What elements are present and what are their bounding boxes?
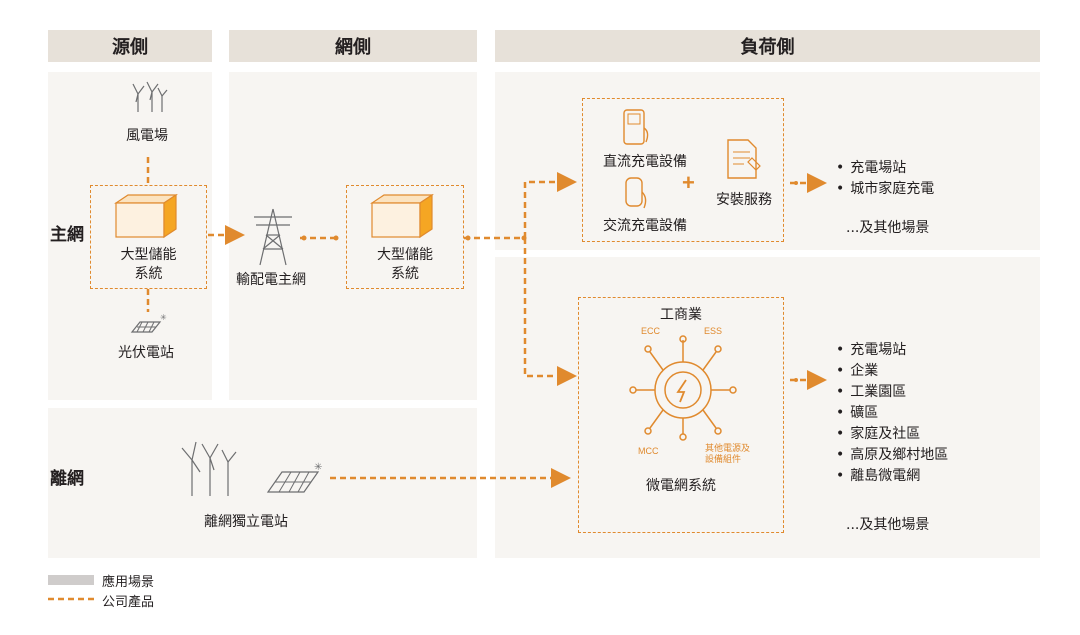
distribution-grid-label: 輸配電主網 [236, 272, 306, 288]
row-label-main-grid: 主網 [50, 225, 84, 245]
junction-to-charging-arrow [523, 172, 577, 238]
transmission-tower-icon [254, 208, 292, 266]
grid-storage-label-1: 大型儲能 [377, 247, 433, 263]
header-load: 負荷側 [495, 30, 1040, 62]
list-item: 礦區 [836, 403, 948, 424]
header-source: 源側 [48, 30, 212, 62]
pv-station-label: 光伏電站 [118, 345, 174, 361]
plus-icon: + [682, 170, 695, 195]
solar-panel-icon: ✳ [130, 313, 167, 333]
list-item: 離島微電網 [836, 466, 948, 487]
charging-box [582, 98, 784, 242]
storage-container-icon [114, 193, 178, 239]
microgrid-title: 工商業 [660, 307, 702, 323]
list-item: 充電場站 [836, 340, 948, 361]
grid-storage-label-2: 系統 [391, 266, 419, 282]
ess-label: ESS [704, 326, 723, 336]
list-item: 充電場站 [836, 158, 934, 179]
charging-scenarios-list: 充電場站 城市家庭充電 [836, 158, 934, 200]
grid-main-panel [229, 72, 477, 400]
svg-text:✳: ✳ [160, 313, 167, 322]
source-storage-box [90, 185, 207, 289]
source-storage-label-2: 系統 [134, 266, 163, 282]
list-item: 城市家庭充電 [836, 179, 934, 200]
ac-charger-icon [625, 177, 647, 209]
list-item: 企業 [836, 361, 948, 382]
header-grid: 網側 [229, 30, 477, 62]
dc-charger-icon [623, 109, 649, 145]
charging-more-label: ...及其他場景 [846, 220, 930, 236]
ac-charger-label: 交流充電設備 [603, 218, 687, 234]
install-service-label: 安裝服務 [716, 192, 772, 208]
microgrid-scenarios-list: 充電場站 企業 工業園區 礦區 家庭及社區 高原及鄉村地區 離島微電網 [836, 340, 948, 487]
offgrid-panel [48, 408, 477, 558]
svg-text:✳: ✳ [314, 462, 322, 473]
dc-charger-label: 直流充電設備 [603, 154, 687, 170]
grid-storage-box [346, 185, 464, 289]
storage-container-icon [370, 193, 434, 239]
mcc-label: MCC [638, 446, 659, 456]
wind-turbine-icon [132, 81, 168, 112]
source-storage-label-1: 大型儲能 [120, 247, 177, 263]
junction-to-microgrid-arrow [523, 238, 577, 386]
legend-application-swatch [48, 575, 94, 585]
list-item: 高原及鄉村地區 [836, 445, 948, 466]
load-charging-panel [495, 72, 1040, 250]
row-label-off-grid: 離網 [50, 469, 84, 489]
offgrid-wind-turbine-icon [181, 441, 237, 496]
list-item: 家庭及社區 [836, 424, 948, 445]
microgrid-box [578, 297, 784, 533]
offgrid-solar-panel-icon: ✳ [266, 462, 322, 493]
microgrid-gear-icon [629, 335, 737, 441]
legend-application-label: 應用場景 [102, 575, 155, 590]
load-microgrid-panel [495, 257, 1040, 558]
legend-product-swatch [48, 597, 96, 601]
offgrid-station-label: 離網獨立電站 [204, 514, 288, 530]
microgrid-more-label: ...及其他場景 [846, 517, 930, 533]
ecc-label: ECC [641, 326, 661, 336]
other-equipment-label: 其他電源及 設備組件 [705, 443, 751, 464]
wind-farm-label: 風電場 [126, 128, 168, 144]
installation-document-icon [727, 139, 761, 179]
list-item: 工業園區 [836, 382, 948, 403]
microgrid-system-label: 微電網系統 [646, 478, 716, 494]
legend-product-label: 公司產品 [102, 595, 155, 610]
